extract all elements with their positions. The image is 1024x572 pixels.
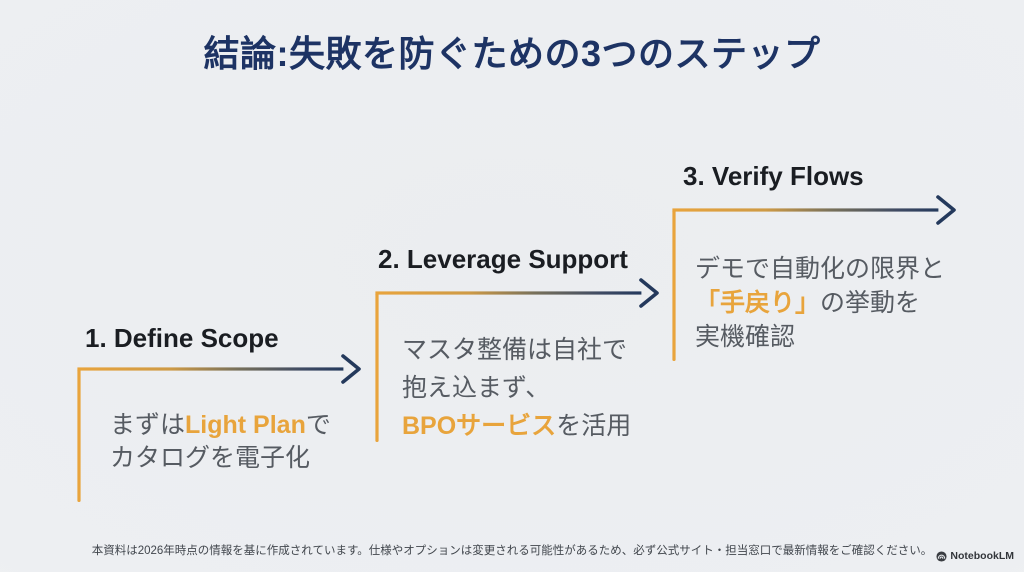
accent-text-segment: Light Plan	[185, 411, 306, 439]
step2-description: マスタ整備は自社で 抱え込まず、 BPOサービスを活用	[402, 331, 631, 445]
description-line: 「手戻り」の挙動を	[695, 286, 945, 320]
description-line: デモで自動化の限界と	[695, 252, 945, 286]
notebooklm-watermark: NotebookLM	[936, 550, 1014, 562]
step3-heading: 3. Verify Flows	[683, 161, 864, 191]
text-segment: で	[305, 411, 331, 439]
text-segment: の挙動を	[820, 289, 921, 317]
notebooklm-icon	[936, 550, 947, 562]
step3-arrow-icon	[672, 195, 956, 361]
accent-text-segment: BPOサービス	[402, 412, 557, 440]
text-segment: 抱え込まず、	[402, 374, 551, 402]
description-line: BPOサービスを活用	[402, 407, 631, 445]
slide-title: 結論:失敗を防ぐための3つのステップ	[203, 33, 821, 74]
description-line: 実機確認	[695, 320, 945, 354]
text-segment: 実機確認	[695, 323, 796, 351]
brand-label: NotebookLM	[950, 550, 1014, 562]
text-segment: まずは	[110, 411, 186, 439]
step1-arrow-icon	[77, 354, 361, 502]
description-line: 抱え込まず、	[402, 369, 631, 407]
step3-description: デモで自動化の限界と 「手戻り」の挙動を 実機確認	[695, 252, 945, 354]
text-segment: カタログを電子化	[110, 444, 311, 472]
description-line: カタログを電子化	[110, 442, 331, 475]
accent-text-segment: 「手戻り」	[695, 289, 821, 317]
text-segment: を活用	[556, 412, 632, 440]
text-segment: デモで自動化の限界と	[695, 255, 946, 283]
step1-description: まずはLight Planで カタログを電子化	[110, 409, 331, 475]
footer-disclaimer: 本資料は2026年時点の情報を基に作成されています。仕様やオプションは変更される…	[91, 545, 933, 557]
description-line: マスタ整備は自社で	[402, 331, 631, 369]
text-segment: マスタ整備は自社で	[402, 336, 628, 364]
step2-arrow-icon	[375, 278, 659, 442]
description-line: まずはLight Planで	[110, 409, 331, 442]
step1-heading: 1. Define Scope	[85, 323, 279, 353]
step2-heading: 2. Leverage Support	[378, 244, 628, 274]
